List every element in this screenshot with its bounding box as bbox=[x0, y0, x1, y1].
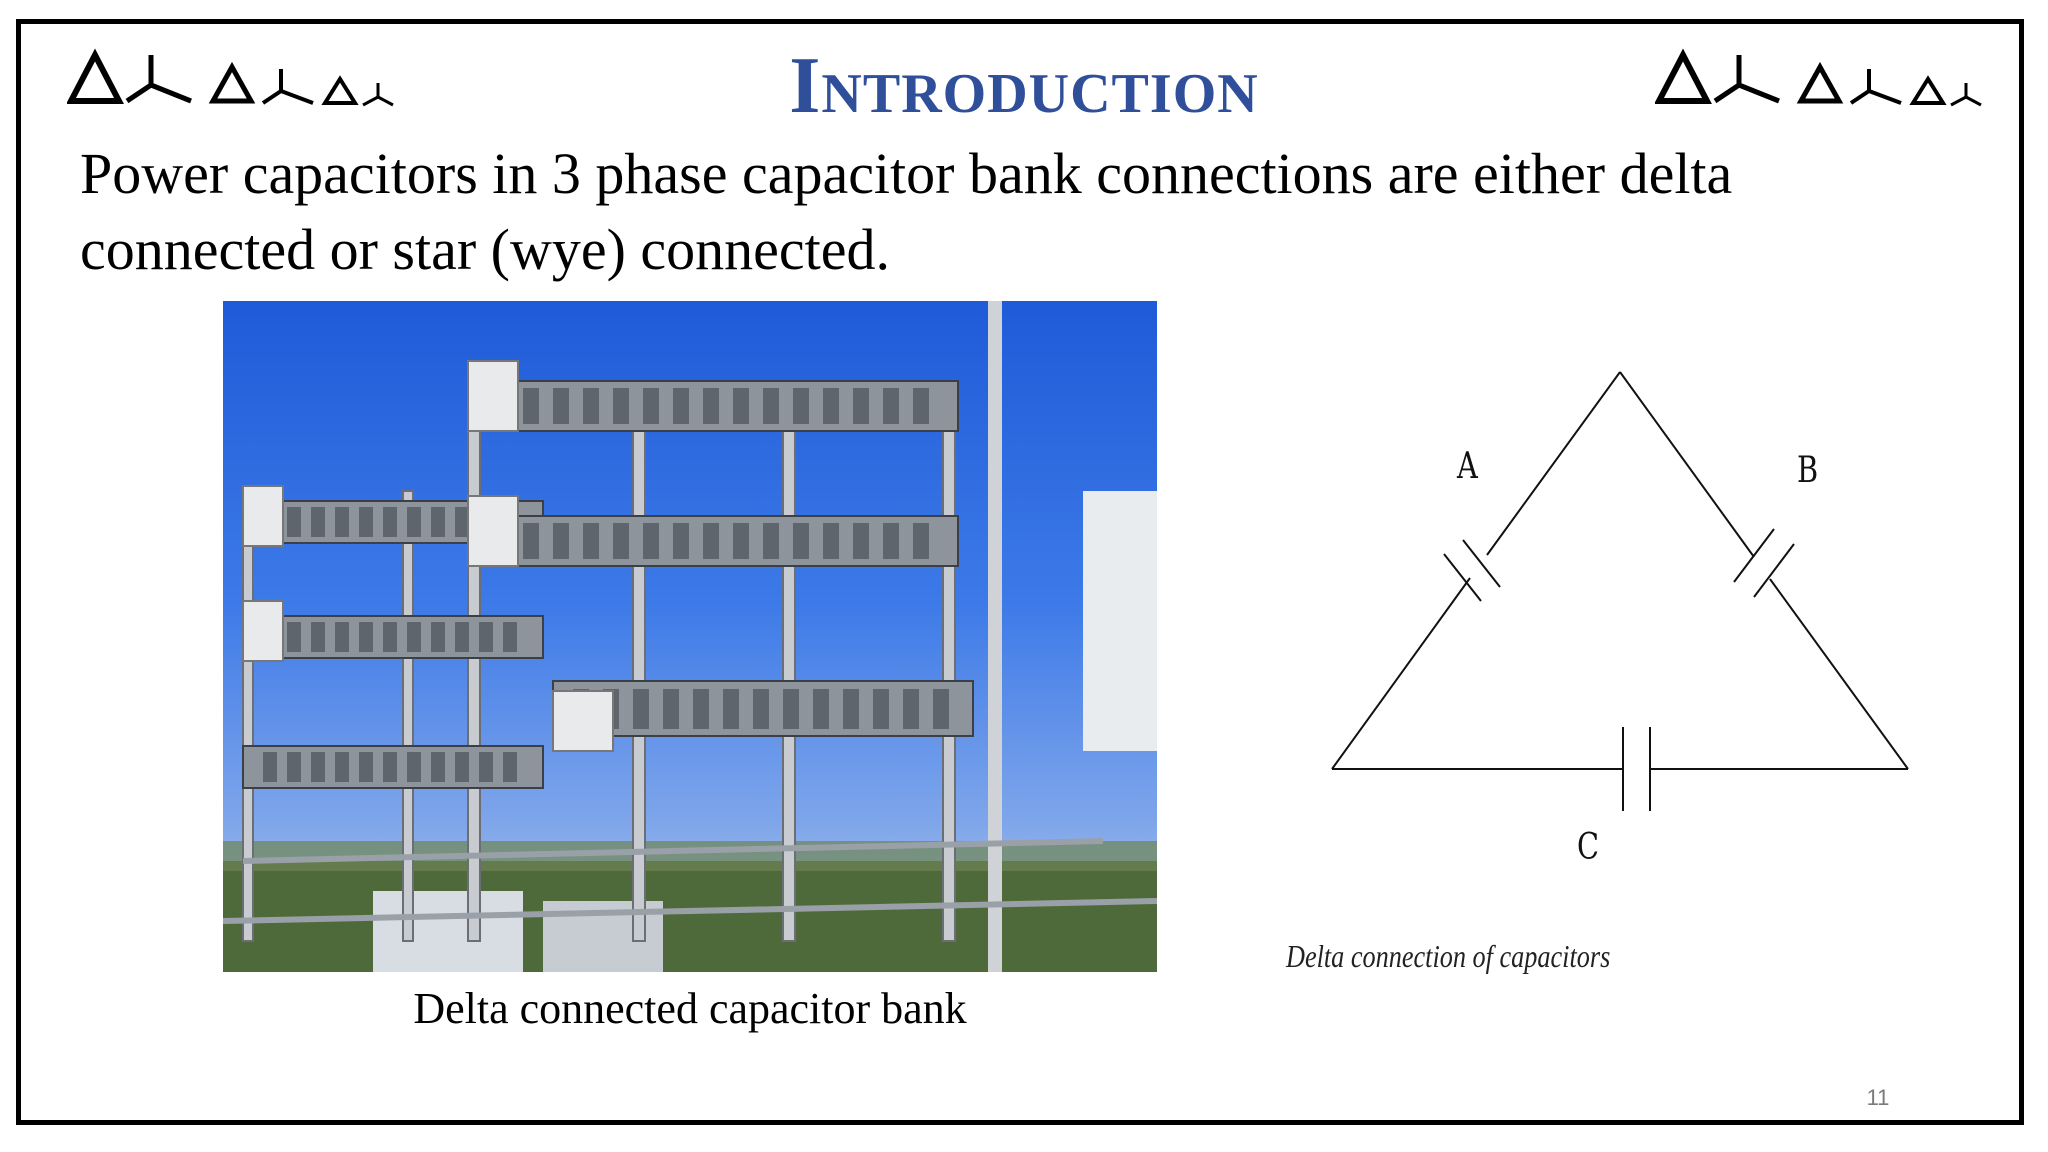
page-number: 11 bbox=[1866, 1085, 1890, 1110]
body-paragraph: Power capacitors in 3 phase capacitor ba… bbox=[80, 141, 1733, 282]
capacitor-bank-photo bbox=[223, 301, 1157, 972]
capacitor-label-c: C bbox=[1577, 827, 1600, 868]
diagram-caption: Delta connection of capacitors bbox=[1286, 938, 1611, 974]
slide-title: Introduction bbox=[789, 42, 1259, 130]
capacitor-label-b: B bbox=[1797, 450, 1819, 491]
delta-wye-symbols-icon bbox=[1655, 47, 1995, 107]
delta-connection-diagram bbox=[1275, 340, 1935, 980]
photo-caption: Delta connected capacitor bank bbox=[413, 984, 967, 1033]
delta-wye-symbols-icon bbox=[67, 47, 397, 107]
capacitor-label-a: A bbox=[1457, 446, 1478, 487]
